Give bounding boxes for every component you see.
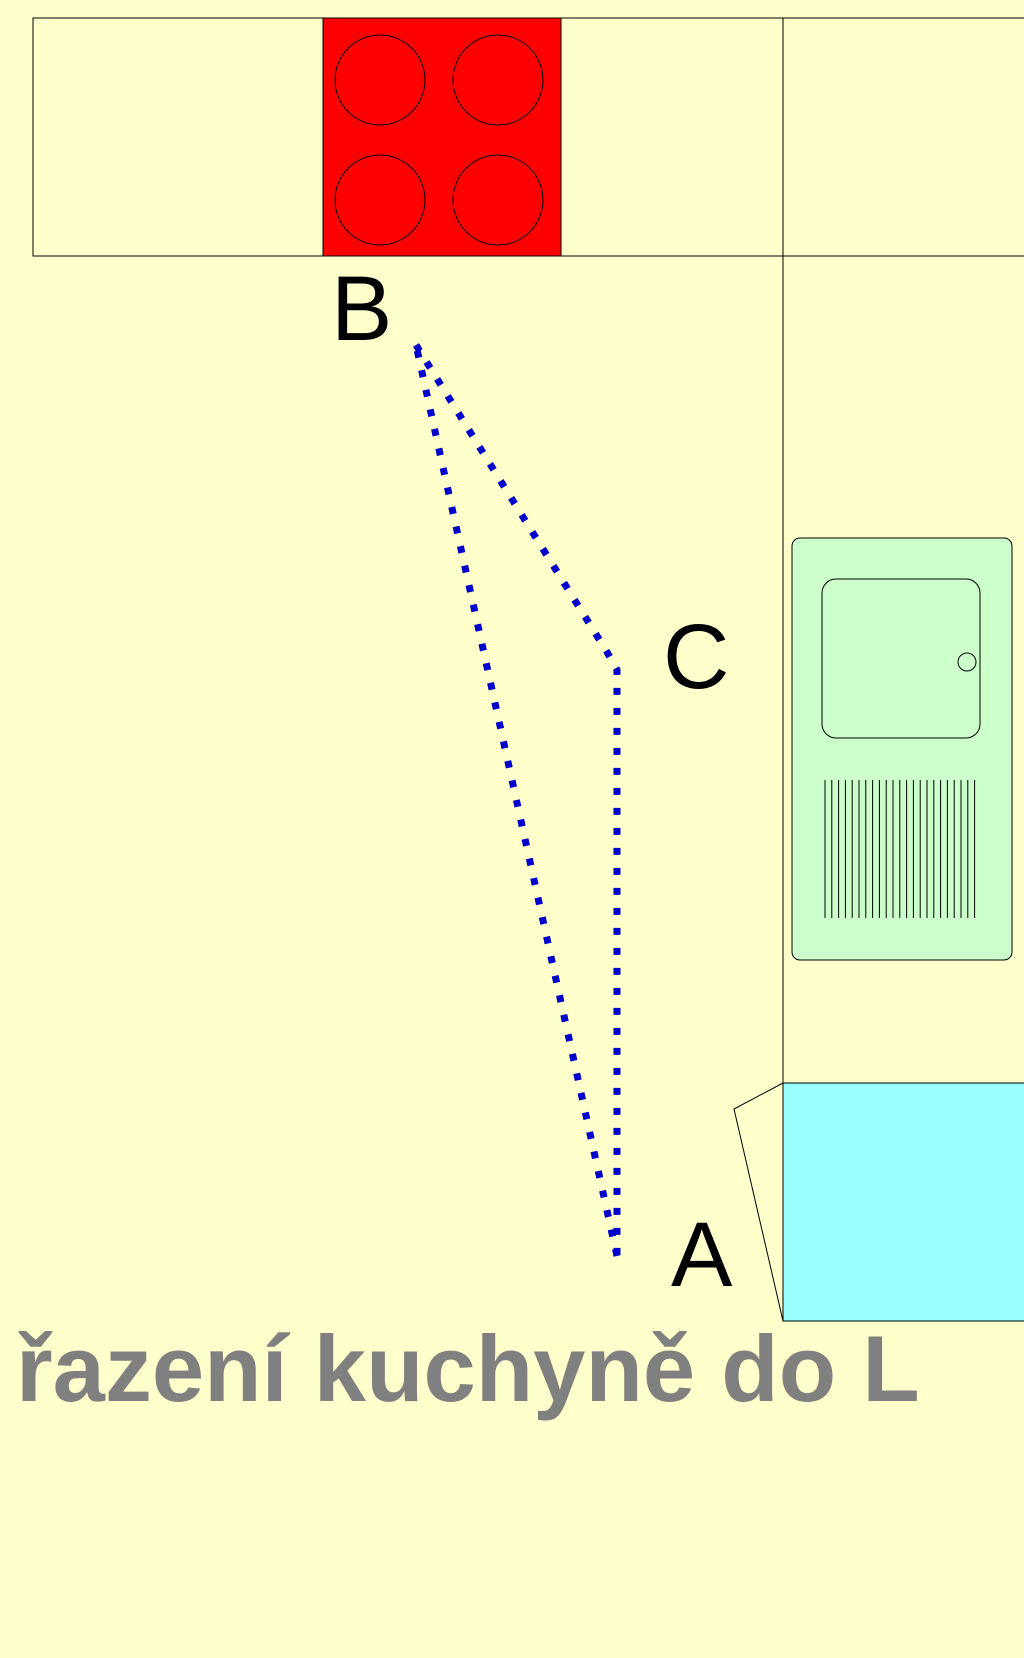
- label-point-c: C: [663, 606, 729, 708]
- burner: [452, 154, 544, 246]
- label-point-b: B: [331, 258, 392, 360]
- caption-title: řazení kuchyně do L: [16, 1316, 920, 1421]
- cooktop-icon: [322, 17, 562, 257]
- burner: [452, 34, 544, 126]
- sink-icon: [791, 537, 1013, 961]
- cooktop: [322, 17, 562, 257]
- sink-basin: [821, 578, 981, 739]
- path-b-c-a: [413, 343, 621, 1256]
- burner: [334, 154, 426, 246]
- sink-unit: [791, 537, 1013, 961]
- path-a-b: [412, 344, 621, 1257]
- sink-drain: [957, 652, 977, 672]
- label-point-a: A: [671, 1204, 733, 1306]
- fridge-icon: [733, 1082, 1024, 1322]
- fridge-door: [733, 1082, 784, 1322]
- fridge: [782, 1082, 1024, 1322]
- burner: [334, 34, 426, 126]
- sink-drainer-ribs: [824, 780, 976, 918]
